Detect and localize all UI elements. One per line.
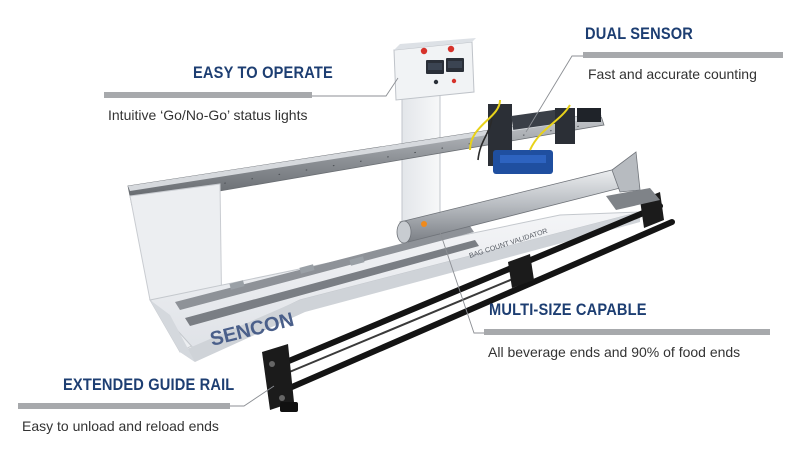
callout-description: Easy to unload and reload ends xyxy=(22,418,219,434)
machine-base xyxy=(129,183,641,362)
callout-heading: DUAL SENSOR xyxy=(585,24,694,43)
callout-underline-bar xyxy=(104,92,312,98)
callout-heading: EXTENDED GUIDE RAIL xyxy=(63,375,235,394)
control-panel-displays xyxy=(426,58,464,74)
callout-description: Intuitive ‘Go/No-Go’ status lights xyxy=(108,107,308,123)
callout-description: All beverage ends and 90% of food ends xyxy=(488,344,741,360)
callout-leader-lines xyxy=(230,55,583,407)
callout-underline-bar xyxy=(583,52,783,58)
base-channel-rails xyxy=(175,226,479,326)
callout-underline-bar xyxy=(18,403,230,409)
sensor-assembly xyxy=(469,99,601,174)
callout-heading: MULTI-SIZE CAPABLE xyxy=(489,300,647,319)
callout-heading: EASY TO OPERATE xyxy=(193,63,333,82)
extended-guide-rail-frame xyxy=(262,188,675,412)
status-indicator-lights xyxy=(420,45,457,85)
callout-description: Fast and accurate counting xyxy=(588,66,757,82)
callout-underline-bar xyxy=(484,329,770,335)
